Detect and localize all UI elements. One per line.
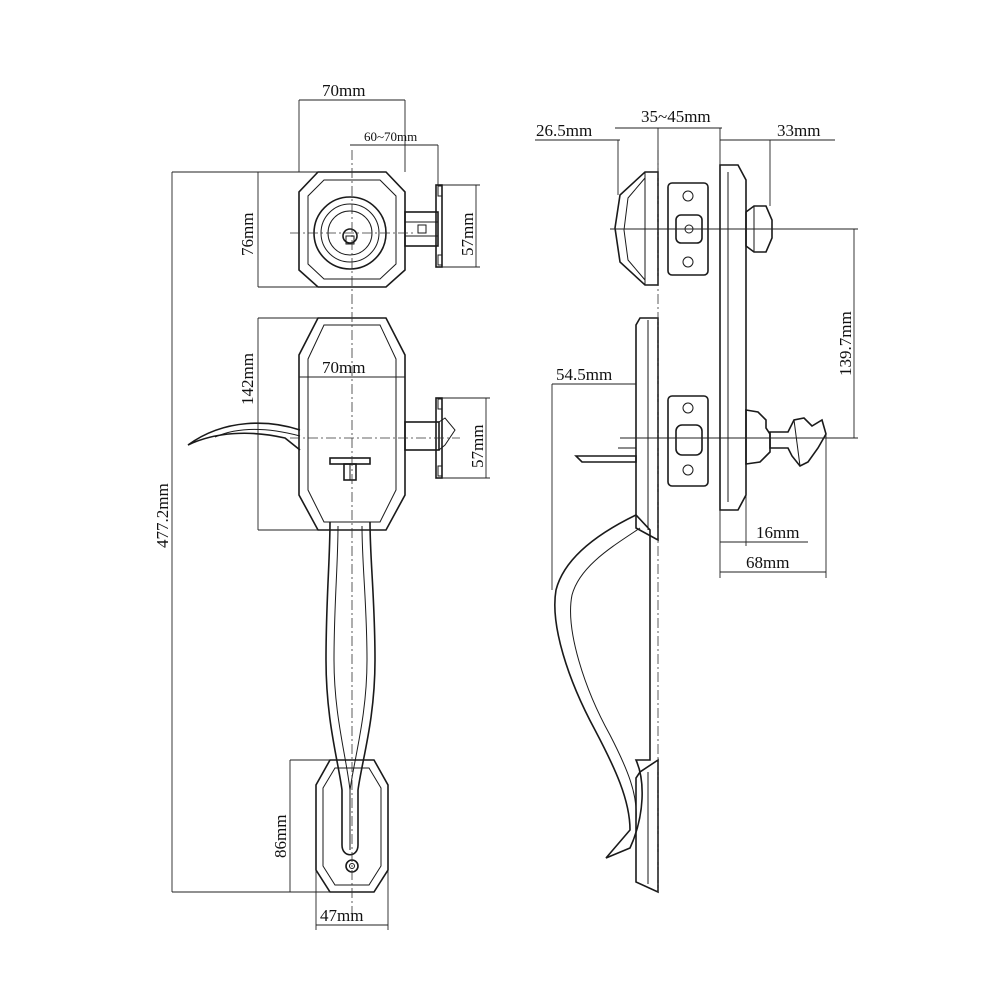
front-centerlines [290,150,460,915]
dim-handle-latch: 57mm [468,425,487,468]
dim-deadbolt-latch: 57mm [458,213,477,256]
dim-backset: 60~70mm [364,129,417,144]
side-dimensions: 26.5mm 35~45mm 33mm 139.7mm 54.5mm 16mm … [535,107,858,590]
dim-bottom-width: 47mm [320,906,363,925]
dim-escutcheon-height: 142mm [238,353,257,405]
dim-door-thickness: 35~45mm [641,107,711,126]
dim-bottom-height: 86mm [271,815,290,858]
side-view [554,150,827,894]
dim-deadbolt-height: 76mm [238,213,257,256]
front-dimensions: 70mm 60~70mm 76mm 57mm 142mm 70mm 57mm 4… [153,81,490,930]
dim-deadbolt-width: 70mm [322,81,365,100]
dim-handle-projection: 54.5mm [556,365,612,384]
dim-knob-base: 16mm [756,523,799,542]
dim-hole-spacing: 139.7mm [836,311,855,376]
front-handleset [187,317,456,893]
dim-escutcheon-width: 70mm [322,358,365,377]
dim-exterior-projection: 26.5mm [536,121,592,140]
dim-knob-projection: 68mm [746,553,789,572]
front-deadbolt [298,171,443,288]
dim-total-height: 477.2mm [153,483,172,548]
dim-interior-projection: 33mm [777,121,820,140]
